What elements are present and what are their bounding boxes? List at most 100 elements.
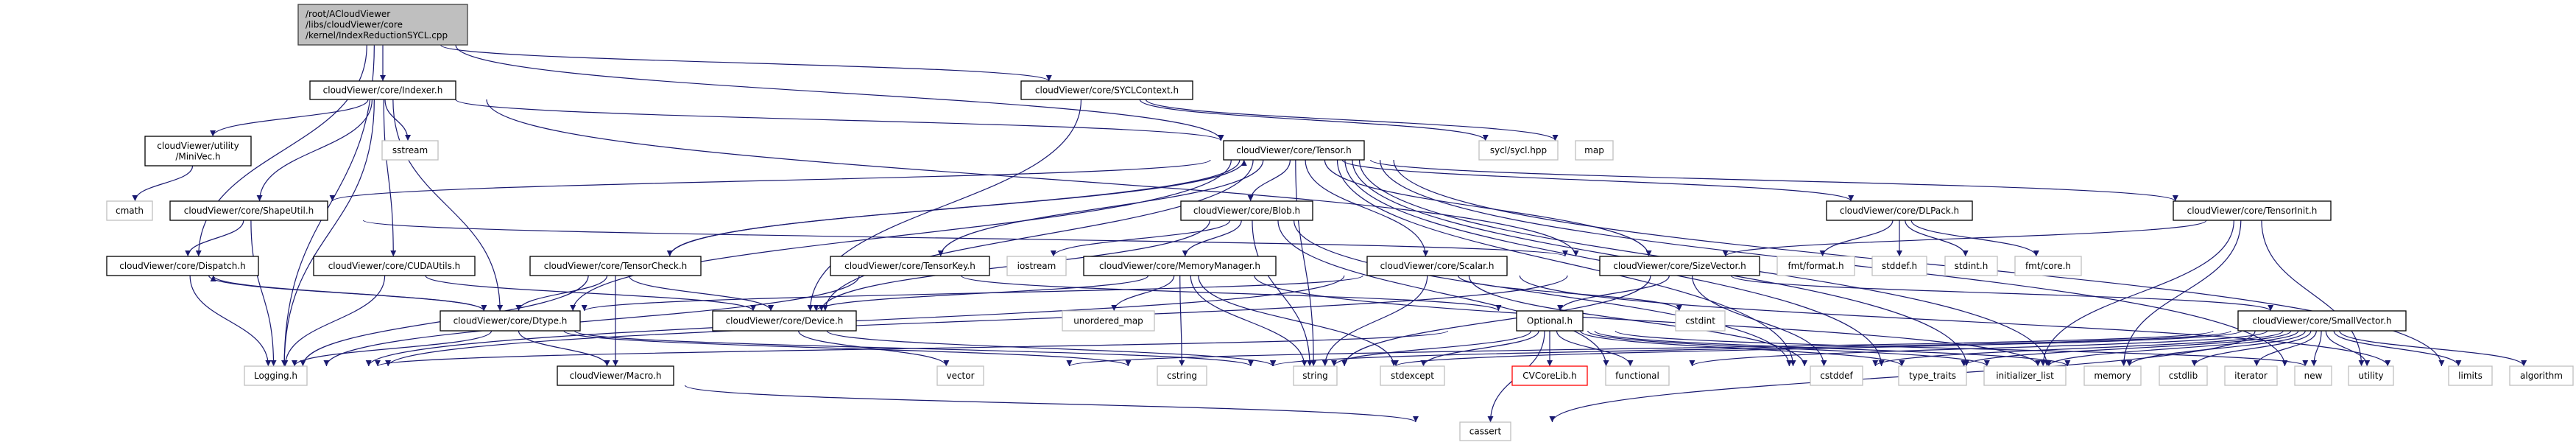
edge-tensor-to-tensorcheck (666, 159, 1241, 257)
node-cvcorelib[interactable]: CVCoreLib.h (1511, 365, 1588, 386)
node-minivec[interactable]: cloudViewer/utility/MiniVec.h (144, 136, 252, 167)
node-box (1575, 140, 1614, 161)
edge-optional-to-logging (375, 330, 1449, 367)
node-label: limits (2458, 371, 2483, 381)
node-label: stdexcept (1391, 371, 1434, 381)
edge-smallvector-to-algorithm (2339, 330, 2527, 367)
node-box (1599, 256, 1760, 276)
node-cstddef: cstddef (1810, 365, 1863, 386)
node-box (1605, 365, 1670, 386)
node-box (106, 256, 259, 276)
node-box (2014, 256, 2082, 276)
node-label: memory (2094, 371, 2131, 381)
edge-smallvector-to-cstdlib (2191, 330, 2312, 367)
node-fmtcore: fmt/core.h (2014, 256, 2082, 276)
edge-memorymanager-to-memory (1254, 275, 2042, 367)
node-indexer[interactable]: cloudViewer/core/Indexer.h (309, 80, 456, 100)
edge-blob-to-memorymanager (1182, 220, 1242, 257)
node-tensorcheck[interactable]: cloudViewer/core/TensorCheck.h (529, 256, 702, 276)
node-box (1062, 310, 1155, 332)
edge-root-to-tensor (455, 44, 1224, 141)
node-box (381, 140, 439, 161)
node-box (1898, 365, 1967, 386)
edge-smallvector-to-iterator (2254, 330, 2317, 367)
node-label: sycl/sycl.hpp (1490, 145, 1547, 155)
node-label: CVCoreLib.h (1522, 371, 1576, 381)
edge-sizevector-to-logging (385, 275, 1568, 367)
node-string: string (1293, 365, 1338, 386)
node-cstdlib: cstdlib (2159, 365, 2208, 386)
node-optional[interactable]: Optional.h (1516, 310, 1584, 332)
edge-smallvector-to-vector (1066, 330, 2214, 367)
node-blob[interactable]: cloudViewer/core/Blob.h (1180, 200, 1313, 221)
edge-indexer-to-logging (281, 99, 375, 367)
node-memorymanager[interactable]: cloudViewer/core/MemoryManager.h (1083, 256, 1277, 276)
node-box (244, 365, 308, 386)
edge-sycl-to-map (1145, 99, 1559, 141)
edge-dtype-to-logging (292, 330, 493, 367)
node-label: cloudViewer/Macro.h (570, 371, 662, 381)
node-cudautils[interactable]: cloudViewer/core/CUDAUtils.h (313, 256, 476, 276)
edge-scalar-to-dtype (582, 275, 1363, 312)
node-label: cloudViewer/core/MemoryManager.h (1099, 261, 1260, 271)
node-root[interactable]: /root/ACloudViewer/libs/cloudViewer/core… (297, 4, 468, 46)
node-box (1157, 365, 1207, 386)
node-memory: memory (2083, 365, 2142, 386)
node-label: string (1302, 371, 1327, 381)
edge-dtype-to-macro (518, 330, 610, 367)
node-dlpack[interactable]: cloudViewer/core/DLPack.h (1826, 200, 1973, 221)
node-box (2294, 365, 2332, 386)
node-label: /MiniVec.h (175, 151, 220, 161)
node-sycl[interactable]: cloudViewer/core/SYCLContext.h (1020, 80, 1193, 100)
node-label: unordered_map (1073, 316, 1143, 326)
edge-shapeutil-to-sizevector (362, 220, 1568, 257)
edge-tensorcheck-to-device (628, 275, 774, 312)
node-box (2224, 365, 2278, 386)
node-box (2083, 365, 2142, 386)
edge-smallvector-to-utility (2325, 330, 2371, 367)
node-tensorinit[interactable]: cloudViewer/core/TensorInit.h (2173, 200, 2332, 221)
node-label: cloudViewer/core/Device.h (726, 316, 844, 326)
node-box (1478, 140, 1559, 161)
node-label: cloudViewer/core/SmallVector.h (2252, 316, 2391, 326)
node-scalar[interactable]: cloudViewer/core/Scalar.h (1366, 256, 1508, 276)
edge-indexer-to-minivec (210, 99, 369, 137)
edge-tensorinit-to-utility (2261, 220, 2365, 367)
node-label: iostream (1017, 261, 1056, 271)
edge-sycl-to-device (807, 99, 1082, 312)
node-dispatch[interactable]: cloudViewer/core/Dispatch.h (106, 256, 259, 276)
node-cassert: cassert (1459, 421, 1511, 441)
node-dtype[interactable]: cloudViewer/core/Dtype.h (440, 310, 581, 332)
node-iostream: iostream (1006, 256, 1067, 276)
node-box (2448, 365, 2493, 386)
node-label: cloudViewer/core/TensorCheck.h (544, 261, 688, 271)
node-label: vector (946, 371, 974, 381)
edge-tensorinit-to-initializer_list (2040, 220, 2234, 367)
node-label: fmt/format.h (1788, 261, 1843, 271)
node-box (2237, 310, 2407, 332)
node-unordered_map: unordered_map (1062, 310, 1155, 332)
node-tensor[interactable]: cloudViewer/core/Tensor.h (1223, 140, 1365, 161)
node-label: stdint.h (1955, 261, 1989, 271)
node-device[interactable]: cloudViewer/core/Device.h (712, 310, 857, 332)
node-box (309, 80, 456, 100)
node-map: map (1575, 140, 1614, 161)
edge-tensor-to-cstddef (1336, 159, 1796, 367)
node-label: cstring (1167, 371, 1197, 381)
edge-indexer-to-sizevector (486, 99, 1579, 257)
node-macro[interactable]: cloudViewer/Macro.h (557, 365, 674, 386)
edges-layer (132, 44, 2527, 423)
edge-smallvector-to-string (1393, 330, 2242, 367)
edge-tensorinit-to-sizevector (1722, 220, 2207, 257)
edge-blob-to-functional (1277, 220, 1609, 367)
node-sizevector[interactable]: cloudViewer/core/SizeVector.h (1599, 256, 1760, 276)
node-label: Logging.h (254, 371, 297, 381)
edge-indexer-to-tensor (455, 99, 1224, 141)
node-box (1944, 256, 1998, 276)
node-tensorkey[interactable]: cloudViewer/core/TensorKey.h (830, 256, 990, 276)
node-shapeutil[interactable]: cloudViewer/core/ShapeUtil.h (169, 200, 328, 221)
node-label: cloudViewer/core/Indexer.h (323, 85, 443, 96)
node-label: fmt/core.h (2025, 261, 2071, 271)
node-label: cloudViewer/core/Dispatch.h (119, 261, 246, 271)
node-smallvector[interactable]: cloudViewer/core/SmallVector.h (2237, 310, 2407, 332)
